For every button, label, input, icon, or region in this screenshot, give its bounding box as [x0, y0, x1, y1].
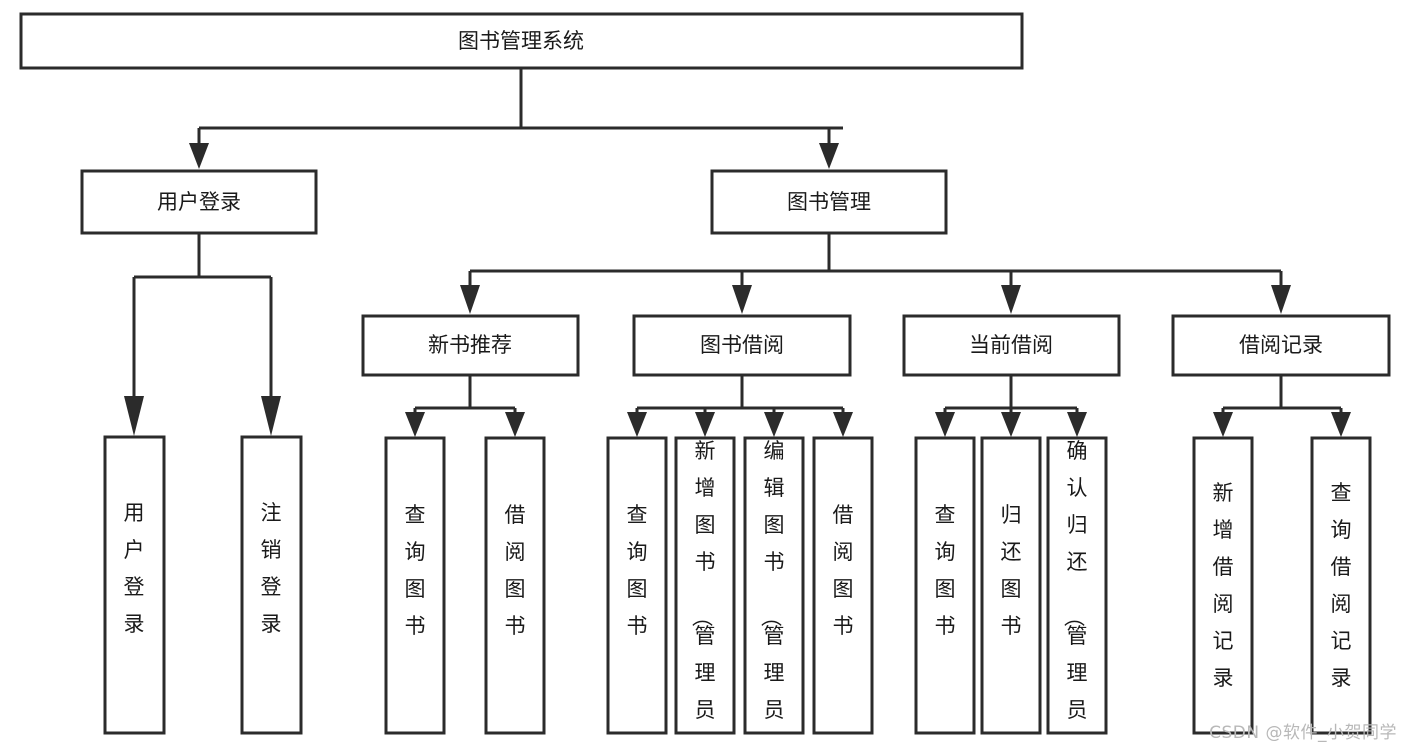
node-book-borrow-label: 图书借阅	[700, 333, 784, 357]
leaf-new-book-query[interactable]: 查询图书	[384, 436, 446, 735]
leaf-new-book-borrow-box	[484, 436, 546, 735]
leaf-book-borrow-edit[interactable]: 编辑图书（管理员）	[743, 436, 805, 747]
leaf-book-borrow-borrow[interactable]: 借阅图书	[812, 436, 874, 735]
leaf-book-borrow-borrow-box	[812, 436, 874, 735]
leaf-current-borrow-query[interactable]: 查询图书	[914, 436, 976, 735]
arrowhead-br-leaf-2	[1331, 412, 1351, 437]
edge-user-login-branch	[132, 233, 273, 398]
node-root-label: 图书管理系统	[458, 29, 584, 53]
leaf-book-borrow-edit-label: 编辑图书（管理员）	[759, 439, 785, 747]
edge-book-manage-branch	[468, 233, 1283, 288]
edges-layer	[124, 68, 1351, 437]
node-book-borrow-box	[632, 314, 852, 377]
leaf-user-login-login-label: 用户登录	[124, 501, 145, 636]
leaf-current-borrow-return[interactable]: 归还图书	[980, 436, 1042, 735]
leaf-new-book-query-label: 查询图书	[405, 503, 426, 638]
leaf-current-borrow-query-label: 查询图书	[935, 503, 956, 638]
arrowhead-to-user-login	[189, 143, 209, 169]
node-book-manage[interactable]: 图书管理	[710, 169, 948, 235]
leaf-current-borrow-confirm-label: 确认归还（管理员）	[1062, 439, 1088, 747]
arrowhead-cb-leaf-3	[1067, 412, 1087, 437]
arrowhead-bb-leaf-2	[695, 412, 715, 437]
arrowhead-to-borrow-record	[1271, 285, 1291, 314]
leaf-borrow-record-query[interactable]: 查询借阅记录	[1310, 436, 1372, 735]
leaf-user-login-logout[interactable]: 注销登录	[240, 435, 303, 735]
arrowhead-cb-leaf-1	[935, 412, 955, 437]
arrowhead-br-leaf-1	[1213, 412, 1233, 437]
leaf-user-login-logout-box	[240, 435, 303, 735]
leaf-book-borrow-query-label: 查询图书	[627, 503, 648, 638]
edge-current-borrow-branch	[943, 375, 1079, 416]
leaf-borrow-record-add[interactable]: 新增借阅记录	[1192, 436, 1254, 735]
arrowhead-to-new-book	[460, 285, 480, 314]
node-book-manage-box	[710, 169, 948, 235]
leaf-new-book-borrow-label: 借阅图书	[505, 503, 526, 638]
leaf-book-borrow-query[interactable]: 查询图书	[606, 436, 668, 735]
node-new-book-recommend-label: 新书推荐	[428, 333, 512, 357]
arrowhead-bb-leaf-4	[833, 412, 853, 437]
leaf-book-borrow-add[interactable]: 新增图书（管理员）	[674, 436, 736, 747]
arrowhead-bb-leaf-3	[764, 412, 784, 437]
arrowhead-leaf-user-login	[124, 396, 144, 436]
node-user-login-box	[80, 169, 318, 235]
edge-root-trunk	[197, 68, 843, 147]
leaf-book-borrow-borrow-label: 借阅图书	[833, 503, 854, 638]
leaf-borrow-record-add-label: 新增借阅记录	[1213, 481, 1234, 690]
leaf-current-borrow-confirm[interactable]: 确认归还（管理员）	[1046, 436, 1108, 747]
csdn-watermark: CSDN @软件_小贺同学	[1209, 723, 1397, 743]
leaf-current-borrow-confirm-box	[1046, 436, 1108, 735]
node-book-manage-label: 图书管理	[787, 190, 871, 214]
leaf-user-login-logout-label: 注销登录	[261, 501, 282, 636]
node-root[interactable]: 图书管理系统	[19, 12, 1024, 70]
arrowhead-leaf-logout	[261, 396, 281, 436]
leaf-new-book-borrow[interactable]: 借阅图书	[484, 436, 546, 735]
leaf-current-borrow-return-label: 归还图书	[1001, 503, 1022, 638]
node-new-book-recommend-box	[361, 314, 580, 377]
leaf-borrow-record-query-box	[1310, 436, 1372, 735]
arrowhead-nb-leaf-2	[505, 412, 525, 437]
node-user-login-label: 用户登录	[157, 190, 241, 214]
edge-new-book-branch	[413, 375, 517, 416]
edge-borrow-record-branch	[1221, 375, 1343, 416]
leaf-current-borrow-query-box	[914, 436, 976, 735]
leaf-new-book-query-box	[384, 436, 446, 735]
leaf-book-borrow-add-label: 新增图书（管理员）	[690, 439, 716, 747]
node-current-borrow-label: 当前借阅	[969, 333, 1053, 357]
arrowhead-to-current-borrow	[1001, 285, 1021, 314]
arrowhead-to-book-manage	[819, 143, 839, 169]
node-book-borrow[interactable]: 图书借阅	[632, 314, 852, 377]
leaf-user-login-login-box	[103, 435, 166, 735]
node-current-borrow-box	[902, 314, 1121, 377]
leaf-book-borrow-edit-box	[743, 436, 805, 735]
leaf-book-borrow-query-box	[606, 436, 668, 735]
arrowhead-nb-leaf-1	[405, 412, 425, 437]
leaf-borrow-record-query-label: 查询借阅记录	[1331, 481, 1352, 690]
edge-book-borrow-branch	[635, 375, 845, 416]
arrowhead-cb-leaf-2	[1001, 412, 1021, 437]
leaf-book-borrow-add-box	[674, 436, 736, 735]
arrowhead-to-book-borrow	[732, 285, 752, 314]
node-user-login[interactable]: 用户登录	[80, 169, 318, 235]
node-borrow-record[interactable]: 借阅记录	[1171, 314, 1391, 377]
node-new-book-recommend[interactable]: 新书推荐	[361, 314, 580, 377]
node-root-box	[19, 12, 1024, 70]
leaf-user-login-login[interactable]: 用户登录	[103, 435, 166, 735]
arrowhead-bb-leaf-1	[627, 412, 647, 437]
node-borrow-record-box	[1171, 314, 1391, 377]
node-current-borrow[interactable]: 当前借阅	[902, 314, 1121, 377]
leaf-current-borrow-return-box	[980, 436, 1042, 735]
node-borrow-record-label: 借阅记录	[1239, 333, 1323, 357]
leaf-borrow-record-add-box	[1192, 436, 1254, 735]
